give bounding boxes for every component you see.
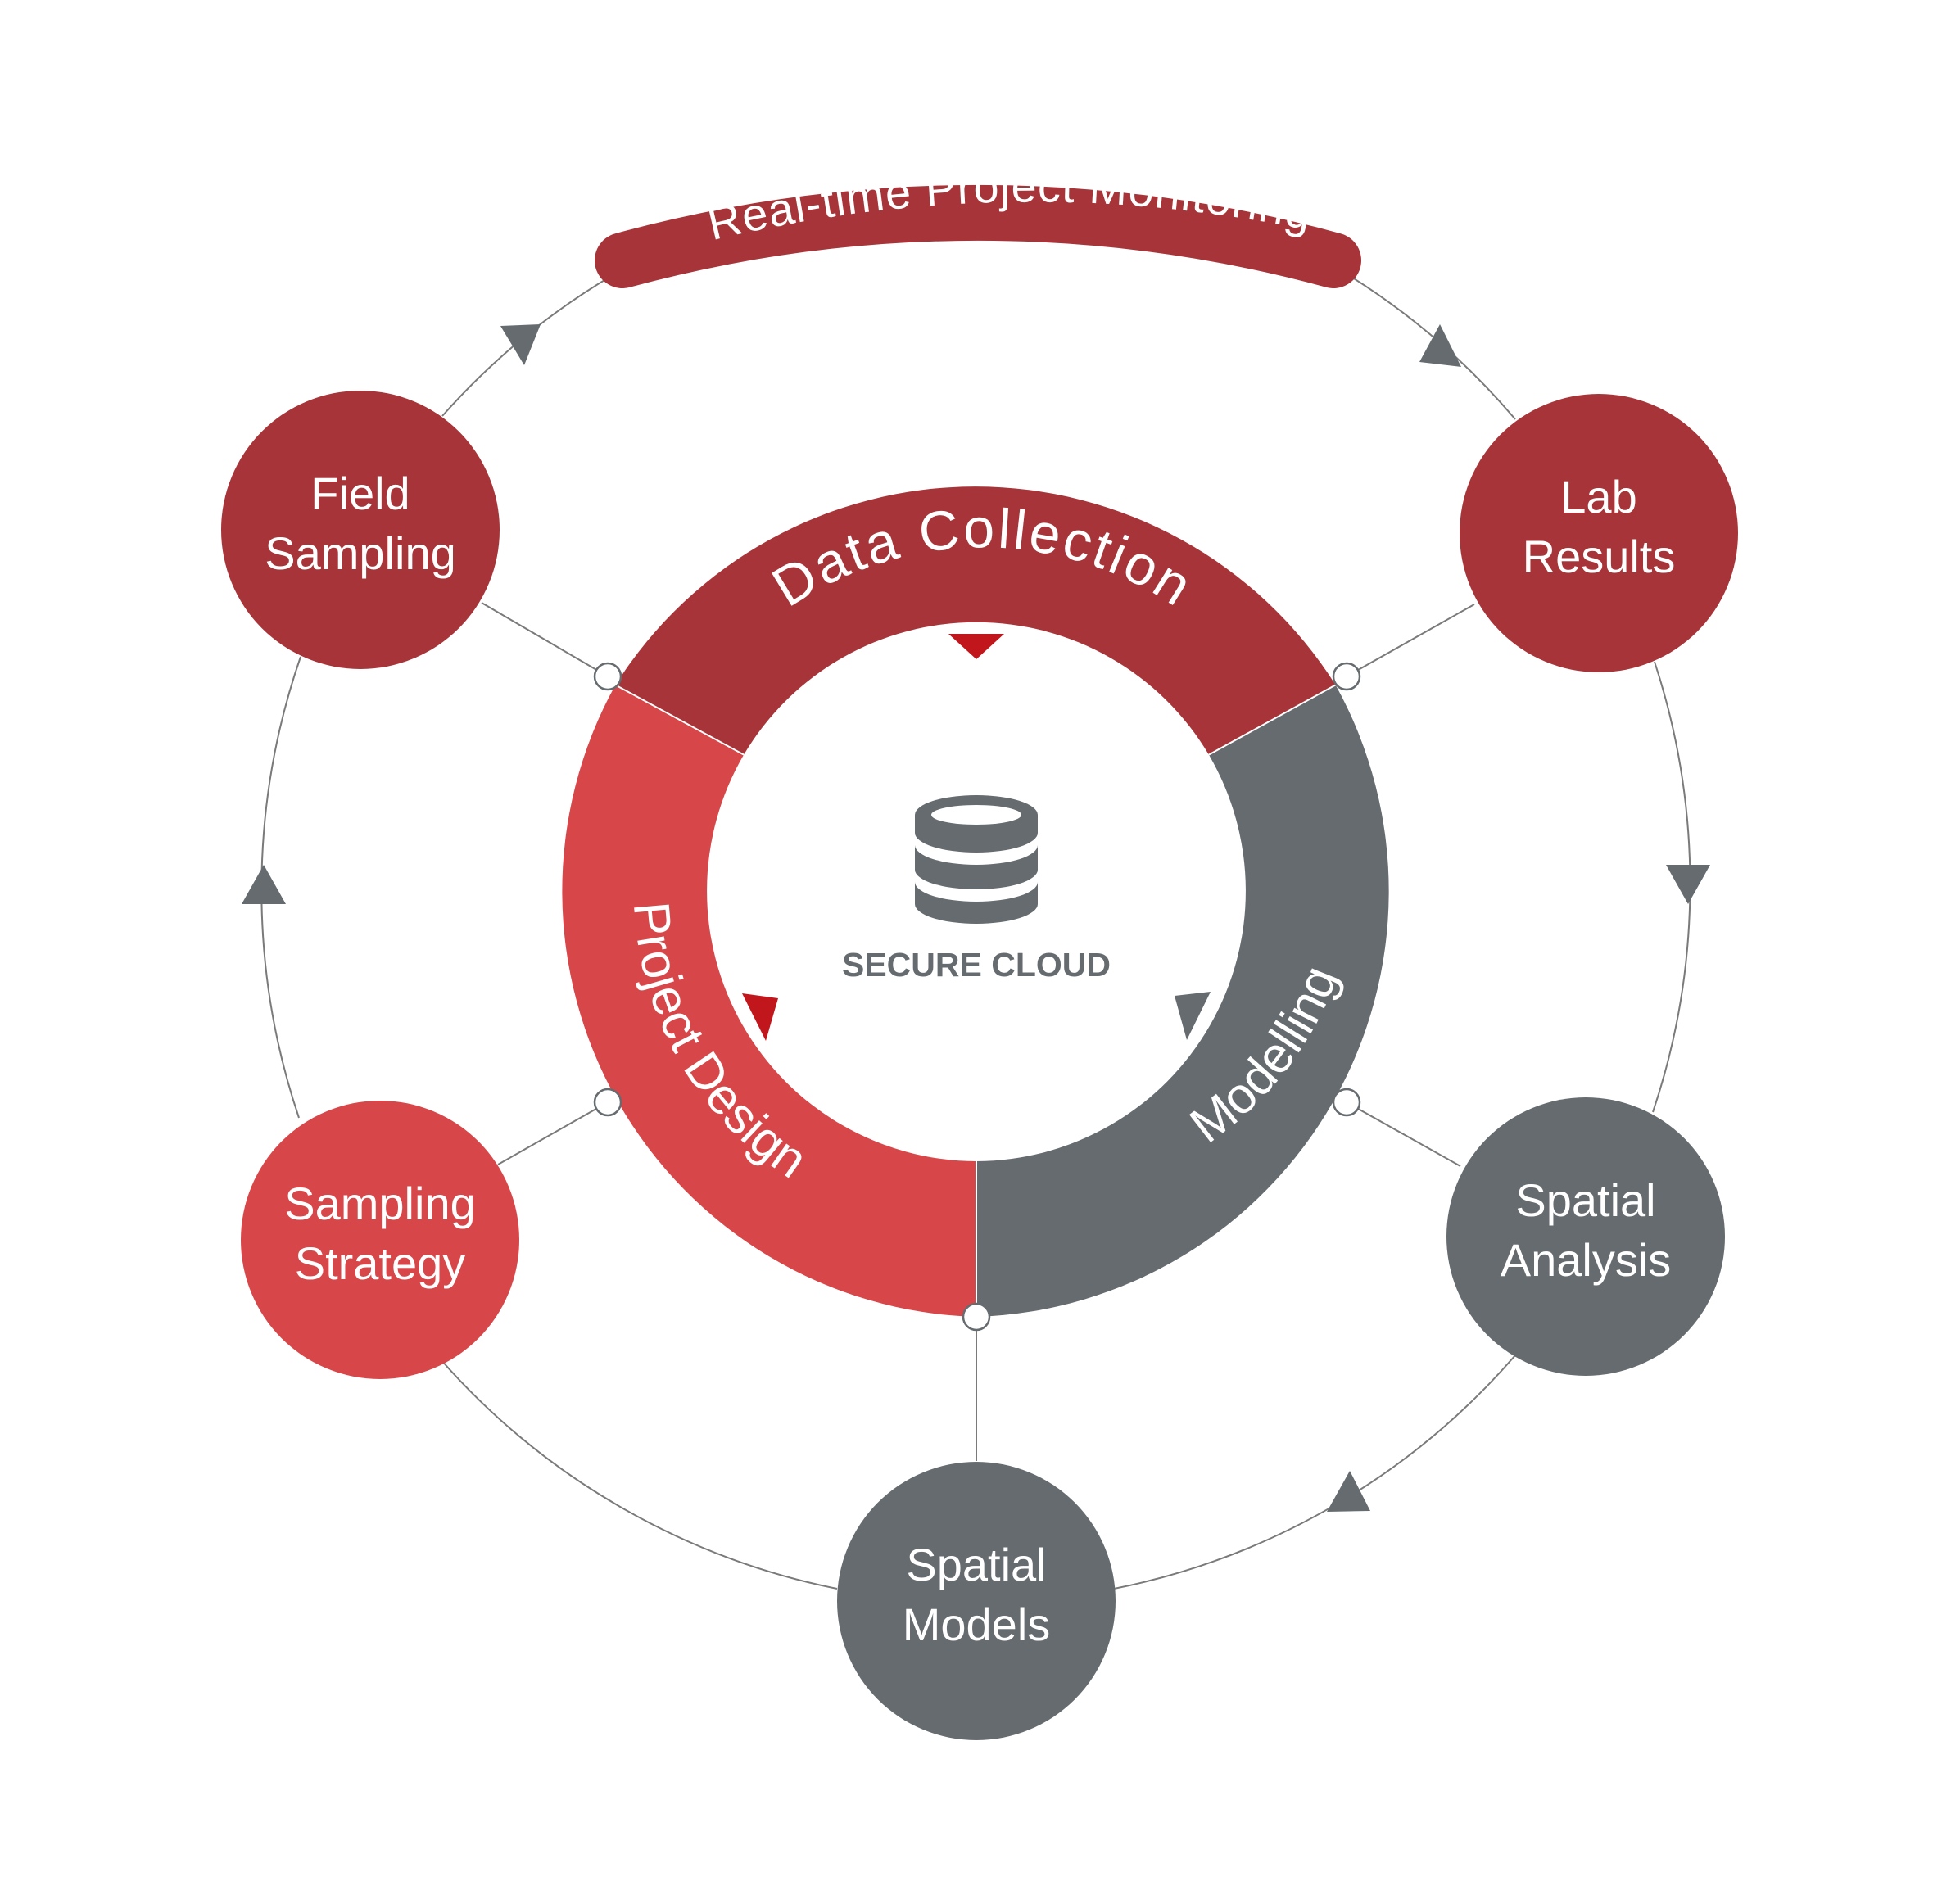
banner-shape — [595, 184, 1361, 288]
arc-analysis-to-models — [1113, 1355, 1516, 1590]
junction-dots — [593, 662, 1361, 1332]
connector-spatial-analysis — [1346, 1101, 1461, 1167]
arrow-up-right-icon — [500, 324, 541, 365]
inner-arrow-down-icon — [948, 634, 1004, 659]
node-field-sampling: Field Sampling — [221, 391, 500, 669]
arrow-down-icon — [1666, 865, 1710, 904]
node-spatial-analysis: Spatial Analysis — [1446, 1097, 1725, 1376]
junction-dot-top-right — [1332, 662, 1361, 691]
spatial-models-line1: Spatial — [906, 1539, 1046, 1590]
junction-dot-top-left — [593, 662, 622, 691]
field-sampling-line1: Field — [310, 468, 410, 519]
ring-inner-arrows — [742, 634, 1211, 1041]
connector-field-sampling — [481, 602, 609, 677]
ring-segment-modelling — [976, 685, 1389, 1317]
junction-dot-bottom — [962, 1302, 991, 1332]
outer-cycle-arrows — [242, 324, 1710, 1512]
connector-sampling-strategy — [497, 1101, 609, 1165]
arc-models-to-strategy — [440, 1359, 838, 1590]
lab-results-line1: Lab — [1560, 471, 1636, 522]
inner-arrow-left-icon — [742, 993, 778, 1041]
arrow-down-right-icon — [1419, 324, 1461, 367]
sampling-strategy-line2: Strategy — [295, 1237, 466, 1289]
database-icon — [915, 795, 1038, 924]
junction-dot-left — [593, 1088, 622, 1117]
arrow-up-icon — [242, 865, 286, 904]
node-connectors — [481, 602, 1475, 1461]
sampling-strategy-line1: Sampling — [284, 1178, 475, 1229]
ring-divider-top-left — [614, 684, 745, 756]
arrow-down-left-icon — [1327, 1471, 1370, 1512]
connector-lab-results — [1346, 604, 1475, 677]
junction-dot-right — [1332, 1088, 1361, 1117]
node-lab-results: Lab Results — [1460, 394, 1738, 672]
inner-arrow-right-icon — [1175, 992, 1211, 1040]
ring-segment-data-collection — [615, 486, 1336, 755]
field-sampling-line2: Sampling — [265, 527, 455, 579]
spatial-models-line2: Models — [903, 1599, 1051, 1650]
ring-segment-project-design — [562, 685, 976, 1317]
secure-cloud-label: SECURE CLOUD — [842, 946, 1111, 984]
node-spatial-models: Spatial Models — [837, 1462, 1116, 1740]
monitoring-banner: Real-time Project Monitoring — [595, 160, 1361, 288]
node-sampling-strategy: Sampling Strategy — [241, 1101, 519, 1379]
spatial-analysis-line1: Spatial — [1515, 1174, 1655, 1226]
process-ring — [562, 486, 1389, 1317]
lab-results-line2: Results — [1523, 531, 1676, 582]
spatial-analysis-line2: Analysis — [1501, 1234, 1672, 1286]
ring-divider-top-right — [1208, 684, 1337, 756]
